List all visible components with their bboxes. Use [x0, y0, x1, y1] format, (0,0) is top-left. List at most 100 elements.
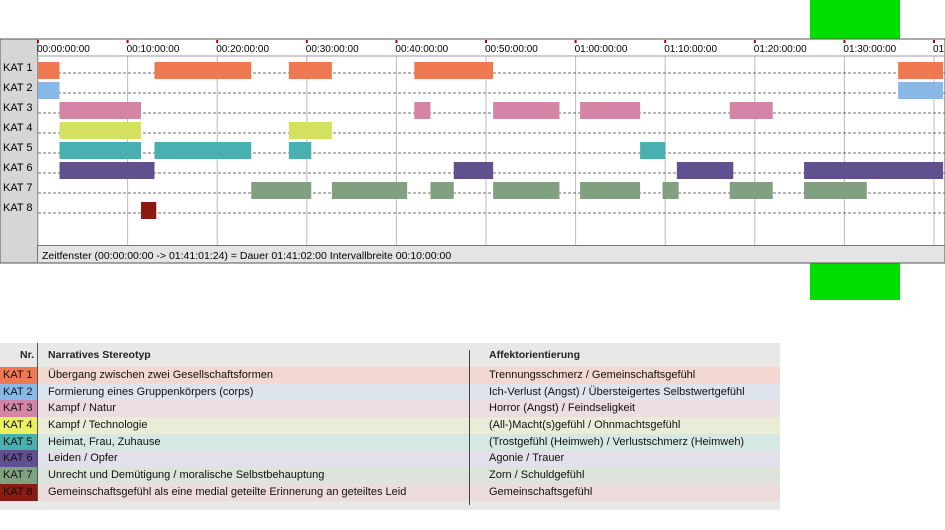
legend-row-separator [37, 433, 38, 451]
legend-row: KAT 7 Unrecht und Demütigung / moralische… [0, 467, 780, 484]
row-label-panel [0, 39, 38, 263]
legend-stereotype: Kampf / Technologie [48, 419, 148, 432]
green-marker-bottom [810, 262, 900, 300]
tick-mark [664, 40, 667, 43]
interval-bar [154, 62, 252, 79]
legend-row: KAT 4 Kampf / Technologie (All-)Macht(s)ge… [0, 417, 780, 434]
legend-row-separator [37, 367, 38, 384]
row-label: KAT 5 [3, 142, 33, 154]
interval-bar [59, 102, 142, 119]
interval-bar [38, 62, 60, 79]
legend-code-swatch: KAT 4 [0, 417, 37, 434]
interval-bar [640, 142, 666, 159]
legend-stereotype: Kampf / Natur [48, 402, 116, 415]
legend-stereotype: Übergang zwischen zwei Gesellschaftsform… [48, 369, 273, 381]
interval-bar [662, 182, 679, 199]
legend-affect: Agonie / Trauer [489, 452, 565, 465]
legend-affect: Gemeinschaftsgefühl [489, 485, 593, 498]
legend-code-swatch: KAT 2 [0, 383, 37, 401]
interval-bar [59, 142, 142, 159]
x-tick-label: 00:10:00:00 [127, 44, 180, 55]
tick-mark [37, 40, 39, 43]
interval-bar [141, 202, 157, 219]
legend-stereotype: Gemeinschaftsgefühl als eine medial gete… [48, 485, 407, 498]
interval-bar [414, 102, 431, 119]
legend-footer [0, 500, 780, 510]
interval-bar [414, 62, 494, 79]
legend-header-name: Narratives Stereotyp [48, 349, 151, 361]
legend-header: Nr. Narratives Stereotyp Affektorientier… [0, 343, 780, 367]
interval-bar [59, 122, 142, 139]
row-label: KAT 6 [3, 162, 33, 174]
tick-mark [216, 40, 219, 43]
interval-bar [493, 102, 560, 119]
tick-mark [843, 40, 846, 43]
interval-bar [331, 182, 408, 199]
legend-row-separator [37, 417, 38, 434]
tick-mark [485, 40, 487, 43]
legend-code-swatch: KAT 1 [0, 367, 37, 384]
legend-affect: Horror (Angst) / Feindseligkeit [489, 402, 636, 415]
tick-mark [126, 40, 129, 43]
row-label: KAT 7 [3, 182, 33, 194]
legend-row-separator [37, 400, 38, 418]
tick-mark [395, 40, 398, 43]
interval-bar [676, 162, 734, 179]
status-bar [37, 245, 945, 263]
category-legend: Nr. Narratives Stereotyp Affektorientier… [0, 343, 780, 510]
legend-header-separator [37, 343, 38, 367]
interval-bar [154, 142, 252, 159]
legend-stereotype: Unrecht und Demütigung / moralische Selb… [48, 469, 325, 482]
legend-code-swatch: KAT 5 [0, 433, 37, 451]
legend-stereotype: Leiden / Opfer [48, 452, 118, 465]
legend-row: KAT 6 Leiden / Opfer Agonie / Trauer [0, 450, 780, 468]
interval-bar [493, 182, 560, 199]
legend-affect: Ich-Verlust (Angst) / Übersteigertes Sel… [489, 385, 745, 398]
legend-stereotype: Heimat, Frau, Zuhause [48, 435, 161, 448]
interval-bar [38, 82, 60, 99]
interval-bar [898, 82, 944, 99]
interval-bar [804, 182, 867, 199]
x-tick-label: 01:20:00:00 [754, 44, 807, 55]
legend-row-separator [37, 483, 38, 501]
x-tick-label: 00:40:00:00 [395, 44, 448, 55]
legend-affect: Zorn / Schuldgefühl [489, 469, 585, 482]
legend-row-separator [37, 383, 38, 401]
legend-header-nr: Nr. [19, 349, 34, 361]
legend-code-swatch: KAT 6 [0, 450, 37, 468]
status-text: Zeitfenster (00:00:00:00 -> 01:41:01:24)… [42, 250, 451, 262]
legend-row: KAT 1 Übergang zwischen zwei Gesellschaft… [0, 367, 780, 384]
x-tick-label: 01:10:00:00 [664, 44, 717, 55]
legend-stereotype: Formierung eines Gruppenkörpers (corps) [48, 385, 254, 398]
interval-bar [288, 142, 312, 159]
row-label: KAT 2 [3, 82, 33, 94]
legend-affect: (Trostgefühl (Heimweh) / Verlustschmerz … [489, 435, 745, 448]
green-marker-top [810, 0, 900, 40]
interval-bar [804, 162, 944, 179]
legend-row-separator [37, 467, 38, 484]
row-label: KAT 3 [3, 102, 33, 114]
legend-column-divider [469, 350, 470, 505]
row-label: KAT 8 [3, 202, 33, 214]
legend-row-separator [37, 450, 38, 468]
tick-mark [305, 40, 308, 43]
x-tick-label: 00:50:00:00 [485, 44, 538, 55]
legend-affect: Trennungsschmerz / Gemeinschaftsgefühl [489, 369, 696, 381]
x-tick-label: 00:30:00:00 [306, 44, 359, 55]
interval-bar [729, 182, 773, 199]
interval-bar [251, 182, 312, 199]
legend-header-affect: Affektorientierung [489, 349, 581, 361]
legend-affect: (All-)Macht(s)gefühl / Ohnmachtsgefühl [489, 419, 681, 432]
legend-code-swatch: KAT 7 [0, 467, 37, 484]
interval-bar [59, 162, 155, 179]
legend-row: KAT 5 Heimat, Frau, Zuhause (Trostgefühl (… [0, 433, 780, 451]
interval-bar [288, 122, 332, 139]
legend-code-swatch: KAT 8 [0, 483, 37, 501]
interval-bar [430, 182, 454, 199]
interval-bar [453, 162, 494, 179]
x-tick-label: 01 [933, 44, 945, 55]
interval-bar [580, 182, 641, 199]
x-tick-label: 01:00:00:00 [575, 44, 628, 55]
x-tick-label: 00:00:00:00 [37, 44, 90, 55]
